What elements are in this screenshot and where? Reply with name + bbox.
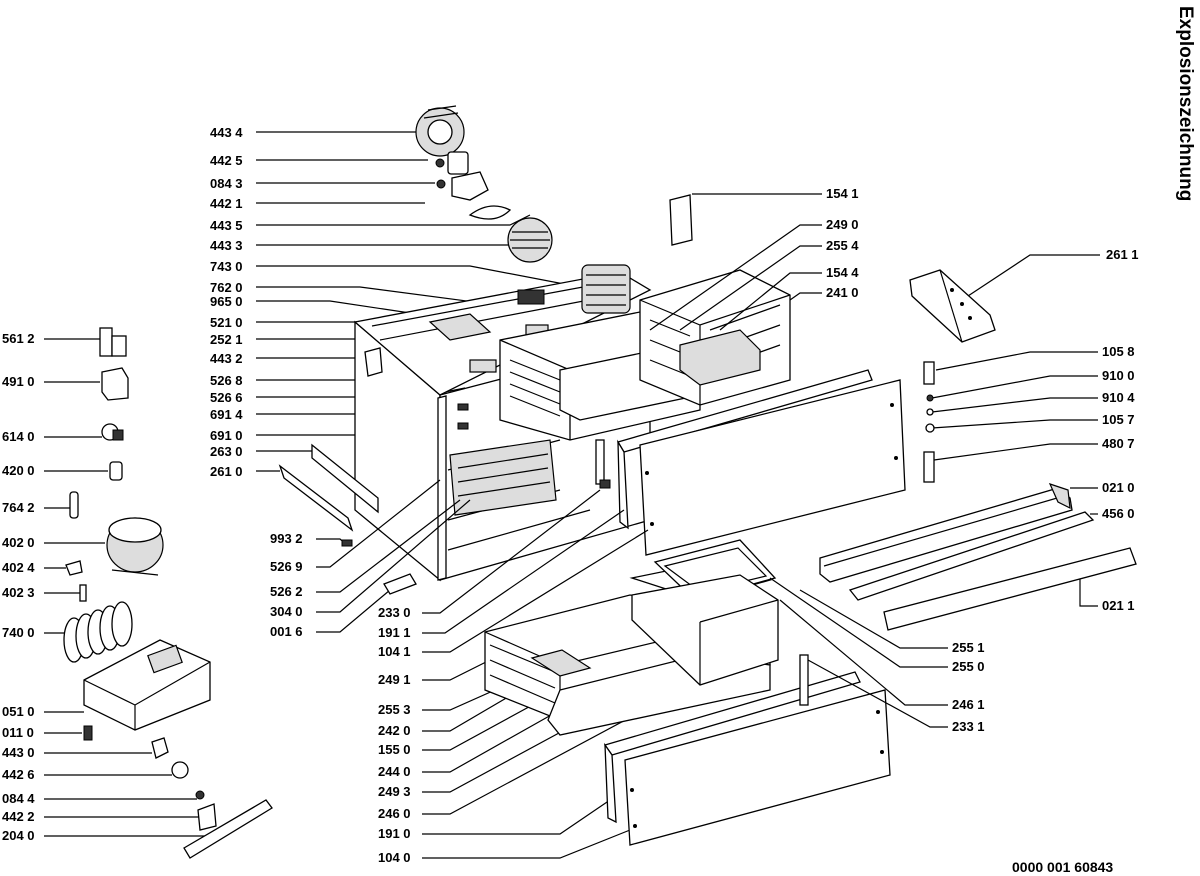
label-965-0: 965 0 — [210, 294, 243, 309]
label-084-4: 084 4 — [2, 791, 35, 806]
label-001-6: 001 6 — [270, 624, 303, 639]
center-left-leader-lines — [316, 479, 471, 633]
label-443-0: 443 0 — [2, 745, 35, 760]
label-252-1: 252 1 — [210, 332, 243, 347]
label-011-0: 011 0 — [2, 725, 34, 740]
left-column-parts — [63, 327, 273, 859]
label-263-0: 263 0 — [210, 444, 243, 459]
label-255-0: 255 0 — [952, 659, 985, 674]
label-740-0: 740 0 — [2, 625, 35, 640]
label-443-4: 443 4 — [210, 125, 243, 140]
label-442-2: 442 2 — [2, 809, 35, 824]
label-491-0: 491 0 — [2, 374, 35, 389]
label-241-0: 241 0 — [826, 285, 859, 300]
right-labels: 261 1 105 8 910 0 910 4 105 7 480 7 021 … — [1102, 247, 1139, 613]
label-443-2: 443 2 — [210, 351, 243, 366]
label-910-4: 910 4 — [1102, 390, 1135, 405]
label-526-6: 526 6 — [210, 390, 243, 405]
label-261-1: 261 1 — [1106, 247, 1139, 262]
lower-right-leader-lines — [769, 577, 948, 728]
label-255-1: 255 1 — [952, 640, 985, 655]
left-column-labels: 561 2 491 0 614 0 420 0 764 2 402 0 402 … — [2, 331, 35, 843]
label-233-0: 233 0 — [378, 605, 411, 620]
right-leader-lines — [931, 254, 1100, 607]
label-204-0: 204 0 — [2, 828, 35, 843]
label-691-4: 691 4 — [210, 407, 243, 422]
upper-right-leader-lines — [649, 193, 822, 331]
label-442-1: 442 1 — [210, 196, 243, 211]
label-402-4: 402 4 — [2, 560, 35, 575]
center-left-labels: 993 2 526 9 526 2 304 0 001 6 — [270, 531, 303, 639]
label-442-6: 442 6 — [2, 767, 35, 782]
label-255-4: 255 4 — [826, 238, 859, 253]
label-155-0: 155 0 — [378, 742, 411, 757]
label-249-3: 249 3 — [378, 784, 411, 799]
upper-left-labels: 443 4 442 5 084 3 442 1 443 5 443 3 743 … — [210, 125, 243, 479]
lower-right-labels: 255 1 255 0 246 1 233 1 — [952, 640, 985, 734]
label-443-3: 443 3 — [210, 238, 243, 253]
label-442-5: 442 5 — [210, 153, 243, 168]
label-614-0: 614 0 — [2, 429, 35, 444]
label-242-0: 242 0 — [378, 723, 411, 738]
label-521-0: 521 0 — [210, 315, 243, 330]
label-764-2: 764 2 — [2, 500, 35, 515]
center-labels: 233 0 191 1 104 1 249 1 255 3 242 0 155 … — [378, 605, 411, 865]
label-246-1: 246 1 — [952, 697, 985, 712]
label-154-1: 154 1 — [826, 186, 859, 201]
label-233-1: 233 1 — [952, 719, 985, 734]
label-910-0: 910 0 — [1102, 368, 1135, 383]
label-480-7: 480 7 — [1102, 436, 1135, 451]
label-021-0: 021 0 — [1102, 480, 1135, 495]
label-084-3: 084 3 — [210, 176, 243, 191]
label-246-0: 246 0 — [378, 806, 411, 821]
label-249-0: 249 0 — [826, 217, 859, 232]
lower-door — [603, 654, 891, 846]
label-021-1: 021 1 — [1102, 598, 1135, 613]
label-456-0: 456 0 — [1102, 506, 1135, 521]
lower-drawer-compartment — [484, 539, 779, 736]
wire-basket — [639, 269, 791, 406]
label-191-1: 191 1 — [378, 625, 411, 640]
label-402-0: 402 0 — [2, 535, 35, 550]
label-402-3: 402 3 — [2, 585, 35, 600]
label-691-0: 691 0 — [210, 428, 243, 443]
label-526-2: 526 2 — [270, 584, 303, 599]
label-261-0: 261 0 — [210, 464, 243, 479]
upper-door — [595, 369, 906, 556]
part-154-1 — [669, 194, 693, 246]
label-420-0: 420 0 — [2, 463, 35, 478]
label-051-0: 051 0 — [2, 704, 35, 719]
label-104-0: 104 0 — [378, 850, 411, 865]
label-762-0: 762 0 — [210, 280, 243, 295]
part-001-6 — [383, 573, 417, 595]
label-561-2: 561 2 — [2, 331, 35, 346]
label-443-5: 443 5 — [210, 218, 243, 233]
left-leader-lines — [44, 338, 210, 837]
label-105-8: 105 8 — [1102, 344, 1135, 359]
label-993-2: 993 2 — [270, 531, 303, 546]
label-104-1: 104 1 — [378, 644, 411, 659]
label-255-3: 255 3 — [378, 702, 411, 717]
label-526-8: 526 8 — [210, 373, 243, 388]
upper-right-labels: 154 1 249 0 255 4 154 4 241 0 — [826, 186, 859, 300]
label-105-7: 105 7 — [1102, 412, 1135, 427]
label-304-0: 304 0 — [270, 604, 303, 619]
drawing-number: 0000 001 60843 — [1012, 859, 1113, 875]
part-993-2 — [341, 539, 353, 547]
label-249-1: 249 1 — [378, 672, 411, 687]
label-154-4: 154 4 — [826, 265, 859, 280]
label-743-0: 743 0 — [210, 259, 243, 274]
label-191-0: 191 0 — [378, 826, 411, 841]
cabinet-body — [278, 271, 652, 582]
label-244-0: 244 0 — [378, 764, 411, 779]
label-526-9: 526 9 — [270, 559, 303, 574]
diagram-title: Explosionszeichnung — [1175, 6, 1196, 201]
right-side-parts — [819, 269, 1137, 631]
fan-assembly-parts — [415, 105, 553, 263]
